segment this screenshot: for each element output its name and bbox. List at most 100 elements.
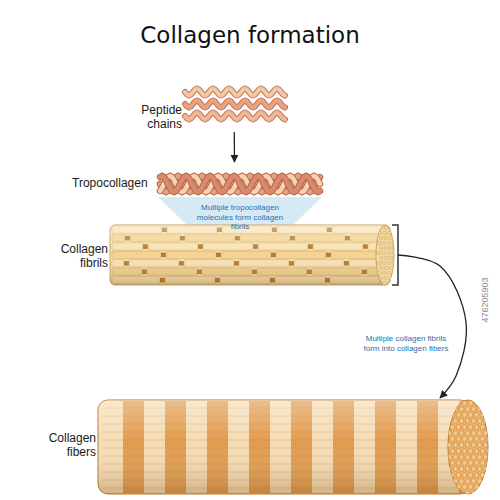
peptide-chains xyxy=(185,89,285,120)
fibril-end xyxy=(480,437,485,442)
fibril-end xyxy=(447,431,452,436)
rod-end xyxy=(384,236,388,240)
fibril-end xyxy=(468,425,473,430)
fibril-end xyxy=(474,413,479,418)
rod-end xyxy=(389,266,393,270)
fibril-end xyxy=(447,479,452,484)
fibril-end xyxy=(456,449,461,454)
fibril-end xyxy=(462,461,467,466)
rod-end xyxy=(379,246,383,250)
fibril-end xyxy=(459,407,464,412)
fibril-end xyxy=(465,407,470,412)
fibril-end xyxy=(471,467,476,472)
fibril-end xyxy=(474,449,479,454)
fibril-end xyxy=(483,455,488,460)
fibril-end xyxy=(450,461,455,466)
bracket xyxy=(392,225,398,285)
strand-outline xyxy=(160,176,320,192)
fibril-end xyxy=(474,437,479,442)
fibril-end xyxy=(456,437,461,442)
fibril-end xyxy=(453,431,458,436)
fibril-end xyxy=(471,443,476,448)
rod-end xyxy=(379,226,383,230)
rod-end xyxy=(379,266,383,270)
fibril-end xyxy=(453,455,458,460)
diagram-title: Collagen formation xyxy=(0,22,500,48)
fibril-end xyxy=(471,455,476,460)
rod-end xyxy=(382,251,386,255)
process-arrow xyxy=(234,132,235,162)
fibril-end-dots xyxy=(377,226,398,285)
fibril-end xyxy=(447,491,452,496)
fibril-end xyxy=(456,473,461,478)
fibril-end xyxy=(477,431,482,436)
fibril-end xyxy=(459,443,464,448)
fibril-end xyxy=(486,401,491,406)
fibril-end xyxy=(459,419,464,424)
fibril-end xyxy=(468,473,473,478)
rod-end xyxy=(387,281,391,285)
fibril-end xyxy=(450,437,455,442)
fibril-end xyxy=(453,467,458,472)
rod-end xyxy=(377,261,381,265)
fibril-end xyxy=(465,443,470,448)
rod-end xyxy=(387,251,391,255)
fibril-end xyxy=(453,419,458,424)
fibril-end xyxy=(471,479,476,484)
rod-end xyxy=(384,256,388,260)
fibril-end xyxy=(450,485,455,490)
peptide-chain xyxy=(185,89,285,96)
fibril-end xyxy=(465,431,470,436)
helix-strand xyxy=(160,176,320,192)
fibril-end xyxy=(477,407,482,412)
fibril-end xyxy=(471,431,476,436)
rod-end xyxy=(389,276,393,280)
illustration-node: Peptide chains xyxy=(132,82,287,132)
fibril-end xyxy=(483,407,488,412)
fibril-end xyxy=(471,407,476,412)
step-note: Multiple tropocollagen molecules form co… xyxy=(188,203,292,232)
fibril-end xyxy=(486,473,491,478)
rod-end xyxy=(384,266,388,270)
fibril-end xyxy=(465,455,470,460)
strand-outline xyxy=(160,176,320,192)
fibril-end xyxy=(447,443,452,448)
fibril-bundle xyxy=(110,225,398,285)
fibril-end xyxy=(480,485,485,490)
fibril-end xyxy=(471,419,476,424)
process-arrow xyxy=(398,255,466,398)
fibril-end xyxy=(456,413,461,418)
shading xyxy=(110,225,390,285)
rod-end xyxy=(392,251,396,255)
fibril-end xyxy=(480,413,485,418)
fibril-end xyxy=(486,413,491,418)
fiber-body xyxy=(98,400,470,494)
fibril-end xyxy=(453,443,458,448)
fibril-end xyxy=(468,449,473,454)
fibril-end xyxy=(459,467,464,472)
rod-end xyxy=(389,226,393,230)
illustration-node: Tropocollagen xyxy=(70,162,327,198)
rod-end xyxy=(387,231,391,235)
fibril-end xyxy=(486,485,491,490)
fibril-end xyxy=(453,479,458,484)
step-note: Multiple collagen fibrils form into coll… xyxy=(360,334,452,353)
fibril-end xyxy=(486,449,491,454)
fibril-end xyxy=(468,485,473,490)
illustration-node: Collagen fibrils xyxy=(52,222,398,288)
fibril-end xyxy=(450,413,455,418)
fibril-end xyxy=(480,473,485,478)
fibril-end xyxy=(474,461,479,466)
fibril-end xyxy=(477,419,482,424)
fibril-end xyxy=(483,443,488,448)
rod-end xyxy=(384,246,388,250)
fibril-end xyxy=(474,485,479,490)
peptide-chain xyxy=(185,113,285,120)
rod-end xyxy=(377,231,381,235)
rod-end xyxy=(384,226,388,230)
fibril-end xyxy=(468,413,473,418)
rod-end xyxy=(392,271,396,275)
fibril-end xyxy=(447,455,452,460)
rod-end xyxy=(377,271,381,275)
fibril-end xyxy=(447,419,452,424)
